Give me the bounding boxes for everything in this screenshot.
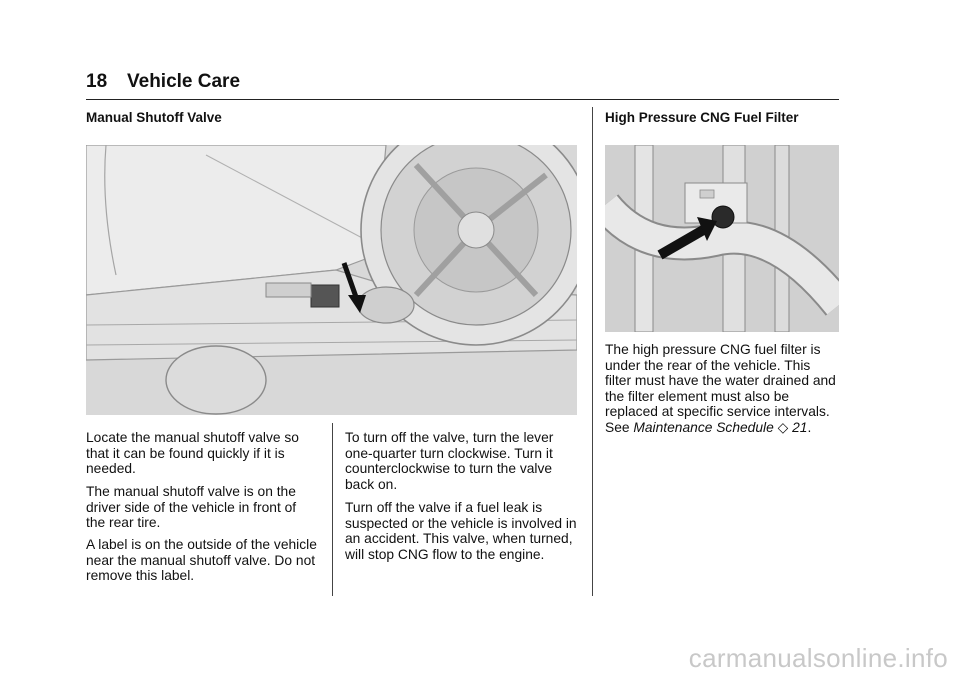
left-paragraph-2: The manual shutoff valve is on the drive…: [86, 484, 297, 531]
middle-paragraph-2: Turn off the valve if a fuel leak is sus…: [345, 500, 577, 562]
fuel-filter-illustration: [605, 145, 839, 332]
maintenance-schedule-link[interactable]: Maintenance Schedule: [633, 419, 774, 435]
shutoff-valve-illustration: [86, 145, 577, 415]
column-divider-1: [332, 423, 333, 596]
left-paragraph-1: Locate the manual shutoff valve so that …: [86, 430, 299, 477]
page-ref-icon: ◇: [777, 419, 789, 435]
right-paragraph: The high pressure CNG fuel filter is und…: [605, 342, 839, 436]
middle-paragraph-1: To turn off the valve, turn the lever on…: [345, 430, 554, 492]
manual-shutoff-valve-heading: Manual Shutoff Valve: [86, 110, 222, 125]
page-ref-number[interactable]: 21: [792, 419, 808, 435]
page-header: 18 Vehicle Care: [86, 71, 839, 100]
watermark: carmanualsonline.info: [688, 643, 948, 673]
left-paragraph-3: A label is on the outside of the vehicle…: [86, 537, 317, 584]
page-number: 18: [86, 71, 108, 92]
column-divider-2: [592, 107, 593, 596]
right-paragraph-text: The high pressure CNG fuel filter is und…: [605, 342, 836, 435]
section-title: Vehicle Care: [127, 71, 241, 92]
ref-period: .: [807, 419, 812, 435]
cng-fuel-filter-heading: High Pressure CNG Fuel Filter: [605, 110, 799, 125]
